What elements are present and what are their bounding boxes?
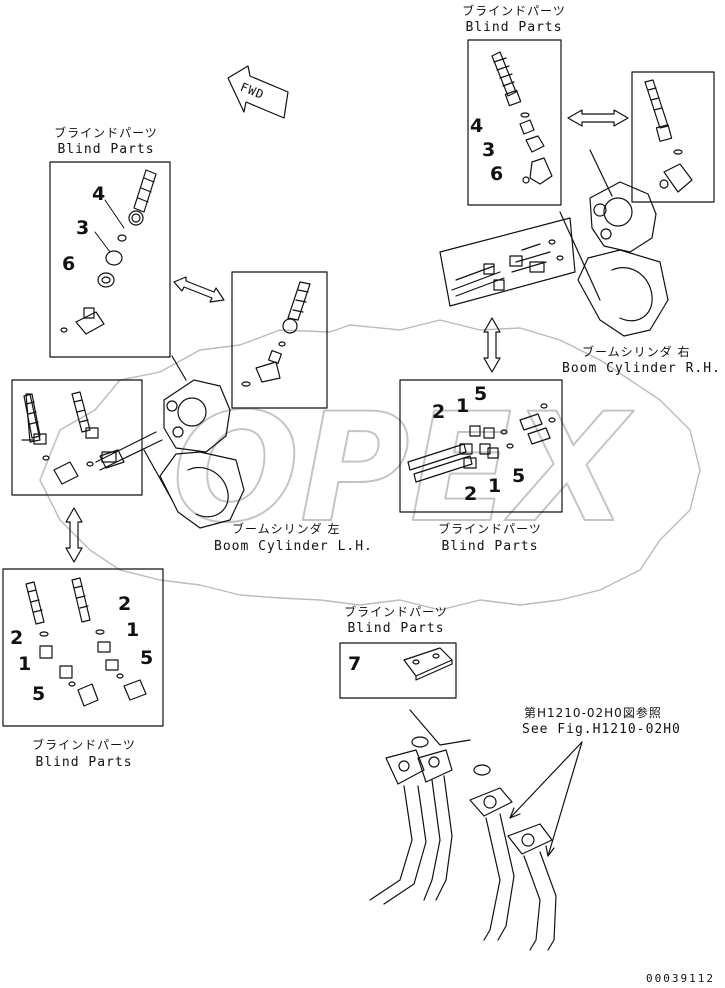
left-blind-parts-en: Blind Parts [57, 142, 155, 157]
box-plate [339, 642, 457, 699]
double-arrow-mid [173, 276, 225, 303]
callout-1-right-bottom: 1 [488, 475, 502, 497]
see-fig-jp: 第H1210-02H0図参照 [524, 706, 662, 720]
plate-part [403, 647, 453, 681]
callout-3-left: 3 [76, 217, 90, 239]
cylinder-right-body [559, 149, 669, 337]
callout-2-right-top: 2 [432, 401, 446, 423]
watermark-text: OPEX [172, 382, 634, 556]
see-fig-en: See Fig.H1210-02H0 [522, 722, 681, 737]
mid-box-parts [241, 281, 311, 387]
box-left-hoses [11, 379, 143, 496]
callout-2-bl-right: 2 [118, 593, 132, 615]
panel-right-angled [439, 217, 576, 307]
cylinder-right-fittings [451, 239, 564, 297]
box-left-blind-parts [49, 161, 171, 358]
box-mid-hoses [231, 271, 328, 409]
top-blind-parts-en: Blind Parts [465, 20, 563, 35]
box-bottom-left-blind-parts [2, 568, 164, 727]
right-blind-parts-jp: ブラインドパーツ [438, 522, 542, 536]
callout-5-bl-right: 5 [140, 647, 154, 669]
top-box-parts [491, 51, 553, 185]
fwd-arrow-icon [227, 65, 289, 119]
drawing-code: 00039112 [646, 972, 715, 985]
plate-blind-parts-en: Blind Parts [347, 621, 445, 636]
callout-2-bl-left: 2 [10, 627, 24, 649]
callout-5-bl-left: 5 [32, 683, 46, 705]
boom-left-en: Boom Cylinder L.H. [214, 539, 373, 554]
top-right-box-parts [644, 79, 693, 193]
callout-4-top: 4 [470, 115, 484, 137]
boom-right-en: Boom Cylinder R.H. [562, 361, 721, 376]
callout-7: 7 [348, 653, 362, 675]
right-box-parts [407, 403, 556, 483]
see-fig-leaders [509, 741, 583, 857]
bottom-blind-parts-jp: ブラインドパーツ [32, 738, 136, 752]
box-right-blind-parts [399, 379, 563, 513]
left-box-parts [60, 169, 157, 335]
bottom-left-box-parts [25, 577, 147, 707]
callout-1-bl-left: 1 [18, 653, 32, 675]
callout-1-bl-right: 1 [126, 619, 140, 641]
callout-6-left: 6 [62, 253, 76, 275]
double-arrow-left-vertical [65, 507, 83, 563]
box-top-right [631, 71, 715, 203]
left-blind-parts-jp: ブラインドパーツ [54, 126, 158, 140]
double-arrow-right-vertical [483, 317, 501, 373]
double-arrow-top [567, 109, 629, 127]
callout-2-right-bottom: 2 [464, 483, 478, 505]
top-blind-parts-jp: ブラインドパーツ [462, 4, 566, 18]
bottom-blind-parts-en: Blind Parts [35, 755, 133, 770]
callout-4-left: 4 [92, 183, 106, 205]
right-blind-parts-en: Blind Parts [441, 539, 539, 554]
callout-5-right-top: 5 [474, 383, 488, 405]
callout-6-top: 6 [490, 163, 504, 185]
plate-blind-parts-jp: ブラインドパーツ [344, 605, 448, 619]
callout-3-top: 3 [482, 139, 496, 161]
cylinder-left-body [143, 355, 245, 529]
callout-5-right-bottom: 5 [512, 465, 526, 487]
box-top-blind-parts [467, 39, 562, 206]
watermark-gear [39, 319, 701, 611]
left-hoses-box-parts [23, 391, 125, 485]
leader-plate [409, 709, 471, 746]
callout-1-right-top: 1 [456, 395, 470, 417]
cylinder-left-fittings [21, 393, 163, 471]
pipes-assembly [369, 736, 557, 951]
boom-right-jp: ブームシリンダ 右 [582, 345, 691, 359]
callout-leaders [94, 199, 125, 253]
boom-left-jp: ブームシリンダ 左 [232, 522, 341, 536]
